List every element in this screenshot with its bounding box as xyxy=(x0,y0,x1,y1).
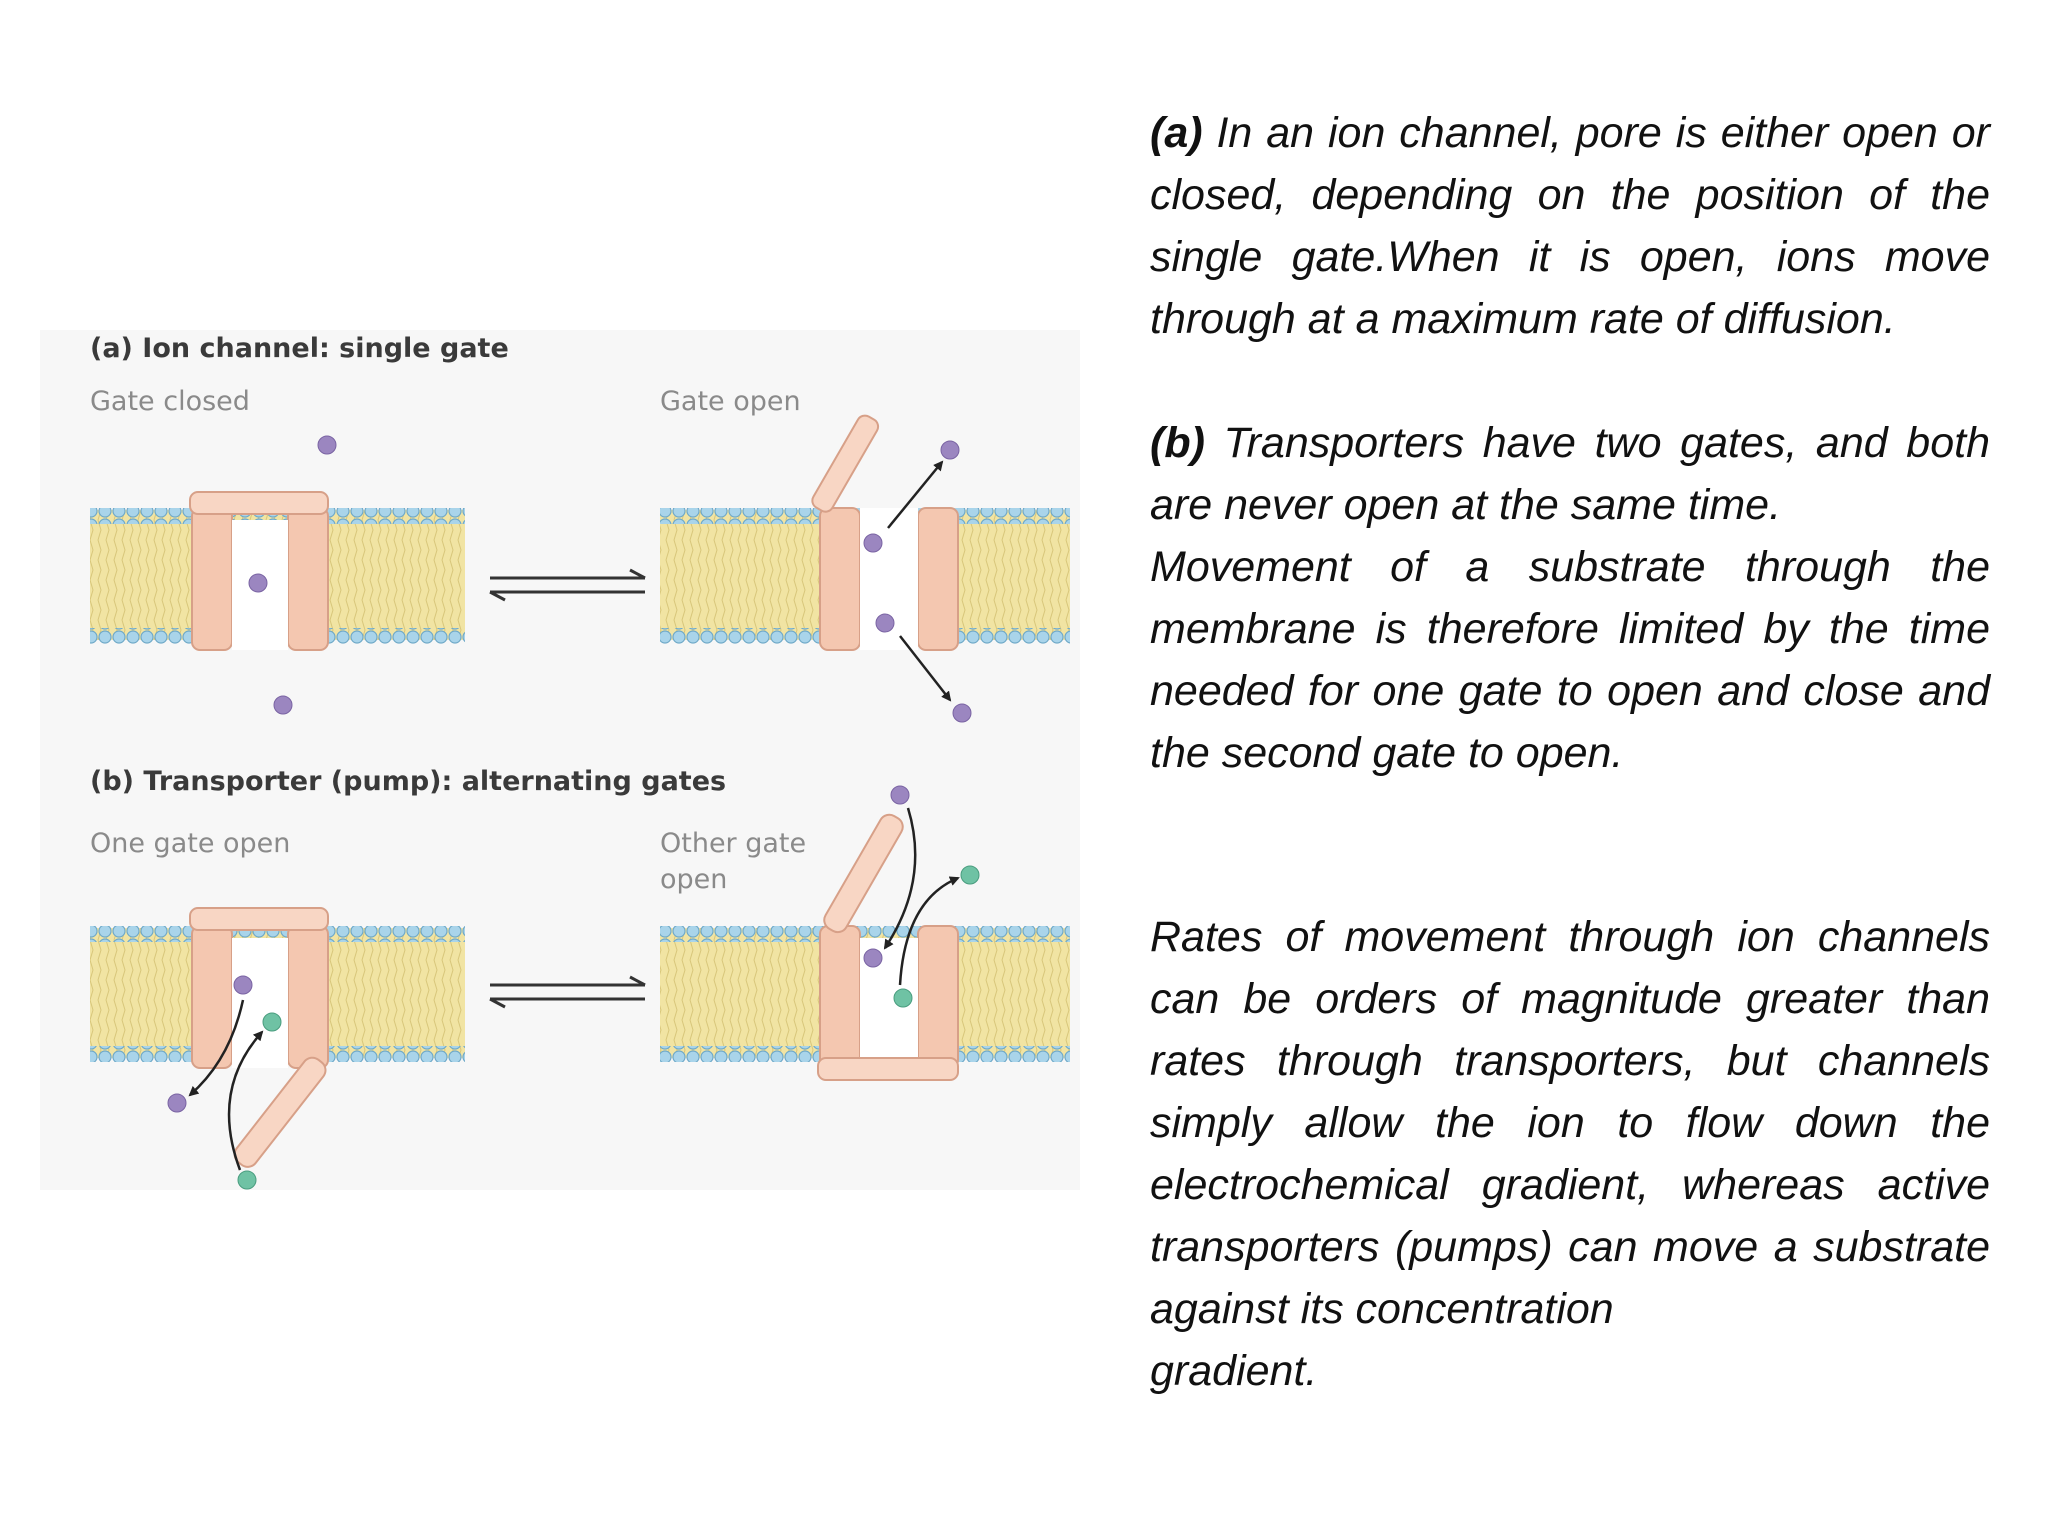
transporter-wall-right xyxy=(287,925,329,1069)
membrane-b-one-gate xyxy=(90,907,465,1168)
transport-arrows-b-left xyxy=(188,999,264,1171)
paragraph-a: (a) In an ion channel, pore is either op… xyxy=(1150,102,1990,350)
ion-particle xyxy=(863,948,883,968)
membrane-a-open xyxy=(660,414,1070,651)
channel-wall-right xyxy=(287,507,329,651)
other-gate-open-label-2: open xyxy=(660,864,727,895)
substrate-particle xyxy=(237,1170,257,1190)
paragraph-b-text-2: Movement of a substrate through the memb… xyxy=(1150,543,1990,777)
ion-particle xyxy=(875,613,895,633)
paragraph-a-label: (a) xyxy=(1150,109,1203,157)
ion-particle xyxy=(273,695,293,715)
ion-particle xyxy=(233,975,253,995)
diffusion-arrows-a xyxy=(887,460,952,702)
substrate-particle xyxy=(960,865,980,885)
transporter-wall-left xyxy=(819,925,861,1069)
inner-gate-open xyxy=(233,1056,327,1168)
ion-particle xyxy=(940,440,960,460)
transport-arrows-b-right xyxy=(883,807,960,986)
substrate-particle xyxy=(893,988,913,1008)
ion-particle xyxy=(167,1093,187,1113)
channel-wall-left xyxy=(191,507,233,651)
equilibrium-arrows-b xyxy=(489,975,646,1009)
open-gate xyxy=(811,414,880,513)
paragraph-c: Rates of movement through ion channels c… xyxy=(1150,906,1990,1402)
membrane-a-closed xyxy=(90,491,465,651)
gate-open-label: Gate open xyxy=(660,386,801,417)
ion-particle xyxy=(317,435,337,455)
paragraph-b-label: (b) xyxy=(1150,419,1205,467)
paragraph-a-text: In an ion channel, pore is either open o… xyxy=(1150,109,1990,343)
membrane-b-other-gate xyxy=(660,813,1070,1081)
ion-particle xyxy=(248,573,268,593)
ion-particle xyxy=(890,785,910,805)
paragraph-c-text: Rates of movement through ion channels c… xyxy=(1150,913,1990,1333)
paragraph-b-text: Transporters have two gates, and both ar… xyxy=(1150,419,1990,529)
ion-particle xyxy=(863,533,883,553)
gate-closed-label: Gate closed xyxy=(90,386,250,417)
substrate-particle xyxy=(262,1012,282,1032)
paragraph-c-end: gradient. xyxy=(1150,1347,1318,1395)
channel-wall-right xyxy=(917,507,959,651)
outer-gate-closed xyxy=(189,907,329,931)
inner-gate-closed xyxy=(817,1057,959,1081)
paragraph-b: (b) Transporters have two gates, and bot… xyxy=(1150,412,1990,784)
one-gate-open-label: One gate open xyxy=(90,828,290,859)
closed-gate xyxy=(189,491,329,515)
equilibrium-arrows-a xyxy=(489,568,646,602)
transporter-wall-right xyxy=(917,925,959,1069)
part-a-title: (a) Ion channel: single gate xyxy=(90,333,509,364)
part-b-title: (b) Transporter (pump): alternating gate… xyxy=(90,766,726,797)
other-gate-open-label-1: Other gate xyxy=(660,828,806,859)
channel-wall-left xyxy=(819,507,861,651)
outer-gate-open xyxy=(823,813,904,934)
ion-particle xyxy=(952,703,972,723)
